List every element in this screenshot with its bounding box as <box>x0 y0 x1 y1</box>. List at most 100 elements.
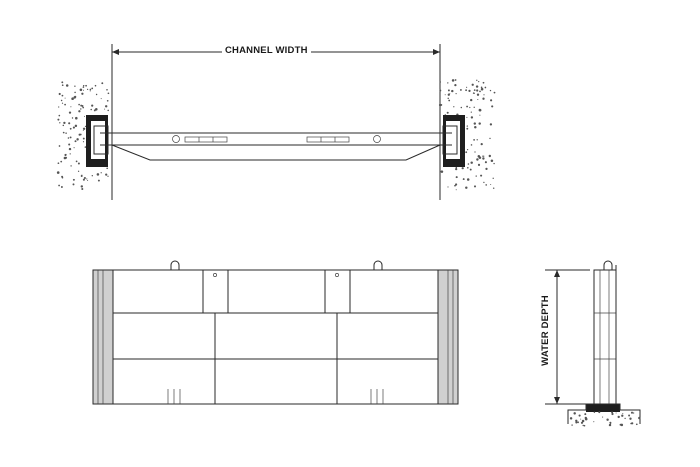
concrete-dot <box>455 176 458 179</box>
concrete-dot <box>67 137 70 139</box>
concrete-dot <box>593 411 596 414</box>
water-depth-label: WATER DEPTH <box>539 292 551 369</box>
concrete-dot <box>61 84 64 87</box>
concrete-dot <box>476 93 480 96</box>
concrete-dot <box>490 159 494 162</box>
concrete-dot <box>81 92 84 95</box>
concrete-dot <box>82 137 85 140</box>
concrete-dot <box>447 82 449 84</box>
concrete-dot <box>577 421 579 424</box>
right-side-frame <box>437 269 459 405</box>
concrete-dot <box>68 143 71 146</box>
concrete-dot <box>75 160 78 163</box>
concrete-dot <box>471 83 474 86</box>
concrete-dot <box>461 167 464 170</box>
concrete-dot <box>470 111 472 113</box>
concrete-dot <box>86 88 89 91</box>
lifting-eye-side <box>603 260 613 270</box>
concrete-dot <box>475 85 479 88</box>
concrete-dot <box>87 179 89 182</box>
concrete-dot <box>477 98 479 101</box>
concrete-dot <box>480 142 483 146</box>
concrete-dot <box>82 141 85 143</box>
concrete-dot <box>460 106 463 109</box>
concrete-dot <box>491 105 494 108</box>
gate-plan-section <box>100 132 452 161</box>
concrete-dot <box>630 411 634 414</box>
concrete-dot <box>492 177 494 179</box>
concrete-dot <box>493 162 495 165</box>
concrete-dot <box>473 106 475 108</box>
concrete-dot <box>485 184 488 186</box>
concrete-dot <box>583 424 586 427</box>
concrete-dot <box>454 184 456 187</box>
concrete-dot <box>455 183 458 186</box>
concrete-dot <box>444 94 446 96</box>
concrete-dot <box>473 92 475 94</box>
concrete-dot <box>72 126 75 129</box>
concrete-dot <box>82 178 85 181</box>
concrete-dot <box>84 125 87 127</box>
concrete-dot <box>638 416 641 420</box>
concrete-dot <box>465 89 467 92</box>
concrete-dot <box>447 93 450 96</box>
concrete-dot <box>489 123 493 126</box>
concrete-dot <box>459 88 462 91</box>
concrete-dot <box>448 99 451 102</box>
concrete-dot <box>83 89 84 91</box>
concrete-dot <box>482 155 484 157</box>
concrete-dot <box>82 84 85 87</box>
concrete-dot <box>104 108 106 110</box>
concrete-dot <box>106 167 109 170</box>
concrete-dot <box>82 129 84 131</box>
concrete-dot <box>573 412 576 415</box>
concrete-dot <box>469 106 471 109</box>
concrete-dot <box>453 106 455 108</box>
concrete-dot <box>62 124 65 127</box>
concrete-dot <box>74 124 78 128</box>
concrete-dot <box>58 92 61 96</box>
concrete-dot <box>63 156 67 160</box>
concrete-dot <box>454 79 457 81</box>
concrete-dot <box>58 184 61 187</box>
concrete-dot <box>610 423 612 425</box>
concrete-dot <box>466 166 469 169</box>
concrete-dot <box>584 413 587 416</box>
concrete-dot <box>493 91 496 94</box>
concrete-dot <box>105 173 108 176</box>
concrete-dot <box>77 162 80 165</box>
concrete-dot <box>71 97 74 100</box>
concrete-dot <box>68 122 71 125</box>
concrete-dot <box>69 136 72 139</box>
concrete-dot <box>57 118 60 121</box>
concrete-dot <box>446 111 449 114</box>
concrete-dot <box>631 422 634 425</box>
concrete-dot <box>473 139 475 141</box>
concrete-dot <box>455 168 458 171</box>
concrete-dot <box>582 424 584 427</box>
concrete-dot <box>439 89 442 92</box>
concrete-dot <box>479 114 481 116</box>
concrete-dot <box>474 125 477 129</box>
plan-view <box>56 44 496 200</box>
concrete-dot <box>484 161 487 164</box>
concrete-dot <box>569 417 573 420</box>
concrete-dot <box>635 423 638 426</box>
concrete-dot <box>61 102 64 104</box>
concrete-dot <box>107 109 109 112</box>
concrete-dot <box>81 174 83 176</box>
concrete-dot <box>70 106 72 108</box>
concrete-dot <box>624 417 626 420</box>
concrete-dot <box>84 146 87 148</box>
concrete-dot <box>69 153 71 155</box>
concrete-dot <box>75 116 78 120</box>
concrete-dot <box>95 108 98 111</box>
concrete-dot <box>602 416 604 418</box>
front-elevation <box>92 260 459 405</box>
stop-logs <box>112 269 439 405</box>
lifting-eye-right <box>373 260 383 270</box>
concrete-dot <box>482 81 485 84</box>
lifting-eye-left <box>170 260 180 270</box>
concrete-dot <box>64 153 67 157</box>
concrete-dot <box>73 96 76 99</box>
